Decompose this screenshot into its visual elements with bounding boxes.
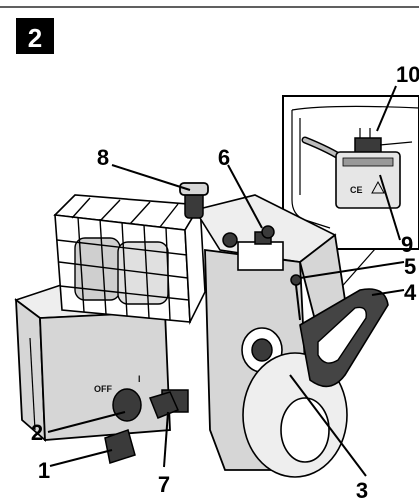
starter-handle [299,288,389,388]
callout-3: 3 [356,478,368,503]
ce-mark: CE [350,185,363,195]
air-filter-guard [53,194,206,326]
figure-badge: 2 [16,18,54,54]
engine-block [179,182,348,478]
switch-on-label: I [138,374,141,384]
switch-off-label: OFF [94,384,112,394]
inset-detail: CE [254,95,419,301]
callout-1: 1 [38,458,50,483]
callout-6: 6 [218,145,230,170]
callout-10: 10 [396,62,419,87]
callout-2: 2 [31,420,43,445]
callout-9: 9 [401,232,413,257]
callout-8: 8 [97,145,109,170]
callout-4: 4 [404,280,417,305]
callout-5: 5 [404,254,416,279]
callout-7: 7 [158,472,170,497]
figure-number: 2 [28,23,42,53]
leader-lines [47,85,405,477]
